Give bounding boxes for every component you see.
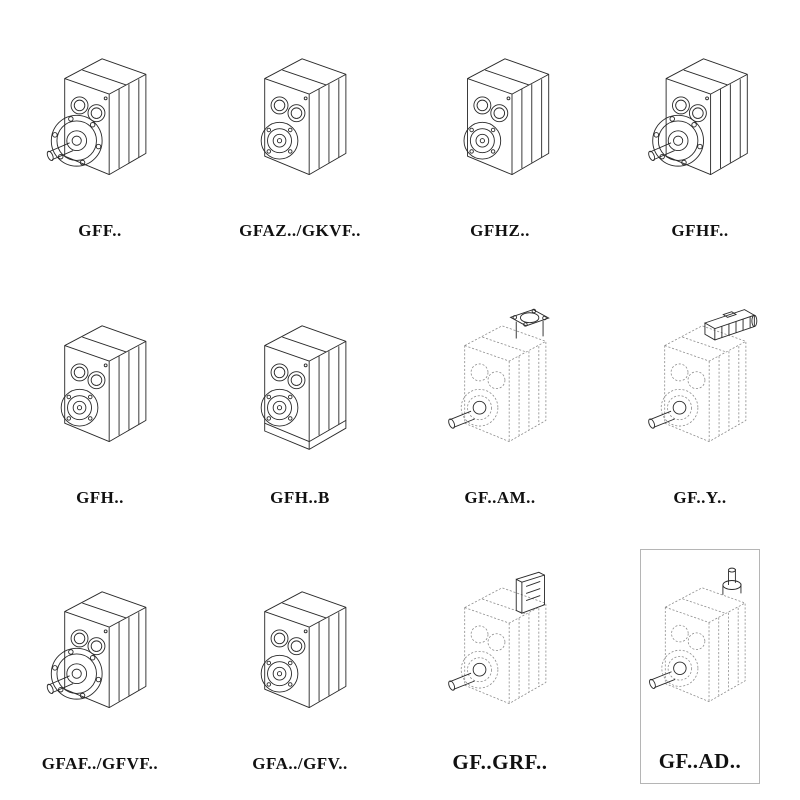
catalog-cell: GFHF.. xyxy=(640,16,760,251)
gearbox-hollow-bore-icon xyxy=(240,549,360,755)
gearbox-dashed-adapter-icon xyxy=(440,549,560,751)
catalog-cell: GFAF../GFVF.. xyxy=(40,549,160,784)
gearbox-dashed-input-flange-icon xyxy=(440,283,560,489)
gearbox-hollow-bore-icon xyxy=(240,16,360,222)
drawing-label: GFHF.. xyxy=(671,220,729,240)
drawing-label: GF..GRF.. xyxy=(452,749,548,774)
gearbox-hollow-bore-icon xyxy=(440,16,560,222)
gearbox-hollow-bore-icon xyxy=(40,283,160,489)
catalog-cell: GF..AM.. xyxy=(440,283,560,518)
catalog-cell: GFH..B xyxy=(240,283,360,518)
drawing-label: GF..Y.. xyxy=(673,487,727,507)
catalog-cell: GFF.. xyxy=(40,16,160,251)
gearbox-flange-shaft-icon xyxy=(40,16,160,222)
catalog-cell: GF..Y.. xyxy=(640,283,760,518)
catalog-cell: GFH.. xyxy=(40,283,160,518)
gearbox-hollow-bore-base-icon xyxy=(240,283,360,489)
gearbox-dashed-top-shaft-icon xyxy=(641,549,759,750)
gearbox-flange-shaft-icon xyxy=(640,16,760,222)
drawing-label: GFH..B xyxy=(270,487,330,507)
gearbox-dashed-motor-icon xyxy=(640,283,760,489)
drawing-label: GFH.. xyxy=(76,487,124,507)
drawing-label: GFHZ.. xyxy=(470,220,530,240)
catalog-cell: GFHZ.. xyxy=(440,16,560,251)
catalog-cell: GF..GRF.. xyxy=(440,549,560,784)
catalog-cell: GFAZ../GKVF.. xyxy=(240,16,360,251)
drawing-label: GFF.. xyxy=(78,220,122,240)
drawing-label: GFA../GFV.. xyxy=(252,754,348,774)
drawing-label: GFAZ../GKVF.. xyxy=(240,220,360,240)
drawing-label: GFAF../GFVF.. xyxy=(41,754,159,774)
drawing-label: GF..AM.. xyxy=(464,487,536,507)
gearbox-flange-shaft-icon xyxy=(40,549,160,755)
drawing-label: GF..AD.. xyxy=(658,748,742,773)
catalog-cell: GFA../GFV.. xyxy=(240,549,360,784)
catalog-cell: GF..AD.. xyxy=(640,549,760,784)
